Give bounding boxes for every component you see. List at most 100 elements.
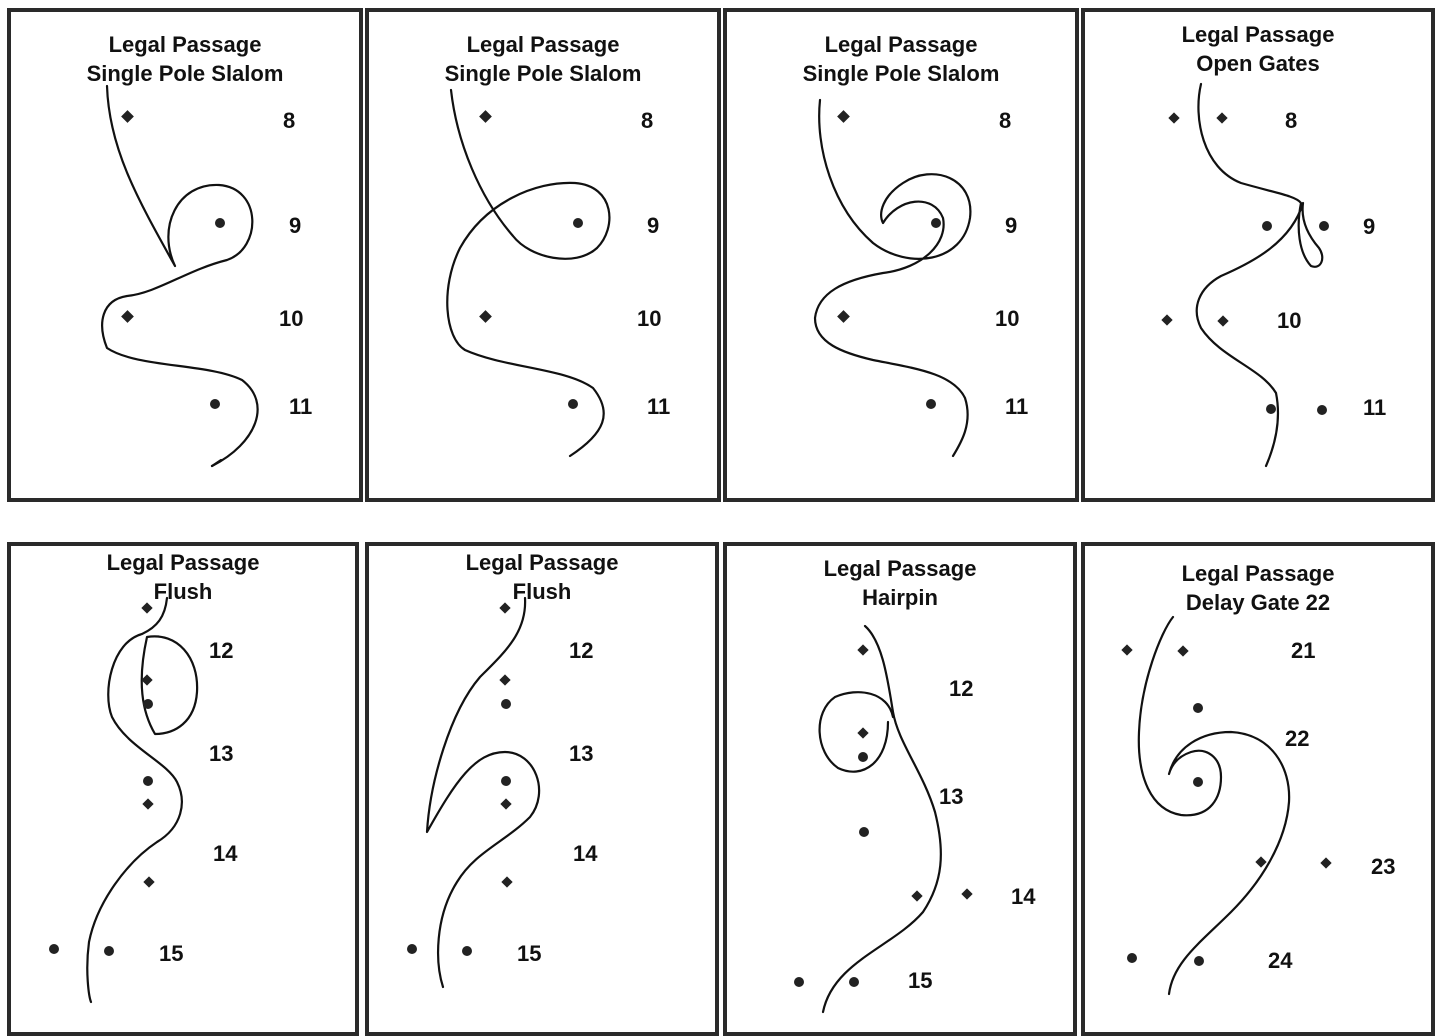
diamond-pole [1168, 112, 1180, 124]
diamond-pole [479, 310, 492, 323]
diagram-panel-5: Legal Passage Flush 12 13 14 15 [7, 542, 359, 1036]
diamond-pole [1217, 315, 1229, 327]
boat-path [821, 624, 942, 1014]
boat-path-end [210, 458, 223, 468]
diamond-pole [499, 602, 511, 614]
panel-title: Legal Passage Flush [369, 548, 715, 606]
diamond-pole [479, 110, 492, 123]
panel-title: Legal Passage Delay Gate 22 [1085, 559, 1431, 617]
gate-number: 8 [1285, 108, 1298, 133]
gate-number: 14 [573, 841, 598, 866]
panel-title-line-2: Open Gates [1196, 51, 1320, 76]
diamond-pole [857, 727, 869, 739]
round-pole [1194, 956, 1204, 966]
diamond-pole [1121, 644, 1133, 656]
course-drawing [101, 84, 259, 468]
gate-number: 15 [517, 941, 542, 966]
panel-title-line-2: Hairpin [862, 585, 938, 610]
boat-path [86, 596, 183, 1004]
boat-path-loop [818, 691, 895, 773]
diamond-pole [141, 602, 153, 614]
diagram-panel-2: Legal Passage Single Pole Slalom 8 9 10 … [365, 8, 721, 502]
diamond-pole [499, 674, 511, 686]
panel-title-line-1: Legal Passage [823, 556, 977, 581]
gate-number: 13 [209, 741, 234, 766]
gate-number: 9 [289, 213, 302, 238]
panel-title-line-2: Single Pole Slalom [86, 61, 284, 86]
panel-title-line-1: Legal Passage [1181, 561, 1335, 586]
gate-number: 14 [213, 841, 238, 866]
panel-title: Legal Passage Single Pole Slalom [369, 30, 717, 88]
gate-number: 12 [569, 638, 594, 663]
round-pole [1262, 221, 1272, 231]
panel-title-line-1: Legal Passage [824, 32, 978, 57]
round-pole [794, 977, 804, 987]
round-pole [568, 399, 578, 409]
diamond-pole [1161, 314, 1173, 326]
panel-title-line-2: Flush [512, 579, 572, 604]
diagram-panel-3: Legal Passage Single Pole Slalom 8 9 10 … [723, 8, 1079, 502]
round-pole [407, 944, 417, 954]
panel-title-line-1: Legal Passage [465, 550, 619, 575]
panel-title: Legal Passage Single Pole Slalom [727, 30, 1075, 88]
boat-path [101, 84, 259, 468]
round-pole [1127, 953, 1137, 963]
round-pole [858, 752, 868, 762]
panel-title-line-2: Flush [153, 579, 213, 604]
gate-number: 9 [647, 213, 660, 238]
gate-number: 8 [283, 108, 296, 133]
diamond-pole [500, 798, 512, 810]
boat-path [813, 98, 972, 458]
panel-title-line-2: Delay Gate 22 [1185, 590, 1331, 615]
gate-number: 10 [1277, 308, 1302, 333]
gate-number: 15 [159, 941, 184, 966]
gate-number: 11 [289, 394, 313, 419]
round-pole [215, 218, 225, 228]
diagram-panel-7: Legal Passage Hairpin 12 13 14 15 [723, 542, 1077, 1036]
diamond-pole [837, 110, 850, 123]
gate-number: 13 [569, 741, 594, 766]
diamond-pole [1320, 857, 1332, 869]
round-pole [1317, 405, 1327, 415]
round-pole [859, 827, 869, 837]
diagram-panel-4: Legal Passage Open Gates 8 9 10 11 [1081, 8, 1435, 502]
round-pole [1193, 703, 1203, 713]
diagram-panel-6: Legal Passage Flush 12 13 14 15 [365, 542, 719, 1036]
course-drawing [1121, 615, 1332, 996]
panel-title-line-1: Legal Passage [108, 32, 262, 57]
course-drawing [446, 88, 611, 458]
round-pole [143, 776, 153, 786]
gate-number: 22 [1285, 726, 1310, 751]
panel-title-line-1: Legal Passage [106, 550, 260, 575]
round-pole [849, 977, 859, 987]
panel-title: Legal Passage Single Pole Slalom [11, 30, 359, 88]
course-drawing [1161, 82, 1329, 468]
round-pole [573, 218, 583, 228]
diamond-pole [501, 876, 513, 888]
course-drawing [813, 98, 972, 458]
diamond-pole [121, 310, 134, 323]
gate-number: 23 [1371, 854, 1396, 879]
gate-number: 15 [908, 968, 933, 993]
diamond-pole [143, 876, 155, 888]
gate-number: 11 [1005, 394, 1029, 419]
boat-path [1195, 82, 1324, 468]
diamond-pole [1216, 112, 1228, 124]
boat-path [425, 596, 541, 989]
panel-title: Legal Passage Flush [11, 548, 355, 606]
gate-number: 21 [1291, 638, 1316, 663]
round-pole [1319, 221, 1329, 231]
gate-number: 13 [939, 784, 964, 809]
gate-number: 9 [1005, 213, 1018, 238]
diagram-panel-1: Legal Passage Single Pole Slalom 8 9 10 … [7, 8, 363, 502]
diamond-pole [1177, 645, 1189, 657]
course-drawing [794, 624, 973, 1014]
gate-number: 10 [637, 306, 662, 331]
diamond-pole [911, 890, 923, 902]
diamond-pole [121, 110, 134, 123]
gate-number: 10 [995, 306, 1020, 331]
diamond-pole [142, 798, 154, 810]
diamond-pole [141, 674, 153, 686]
gate-number: 12 [949, 676, 974, 701]
boat-path [446, 88, 611, 458]
